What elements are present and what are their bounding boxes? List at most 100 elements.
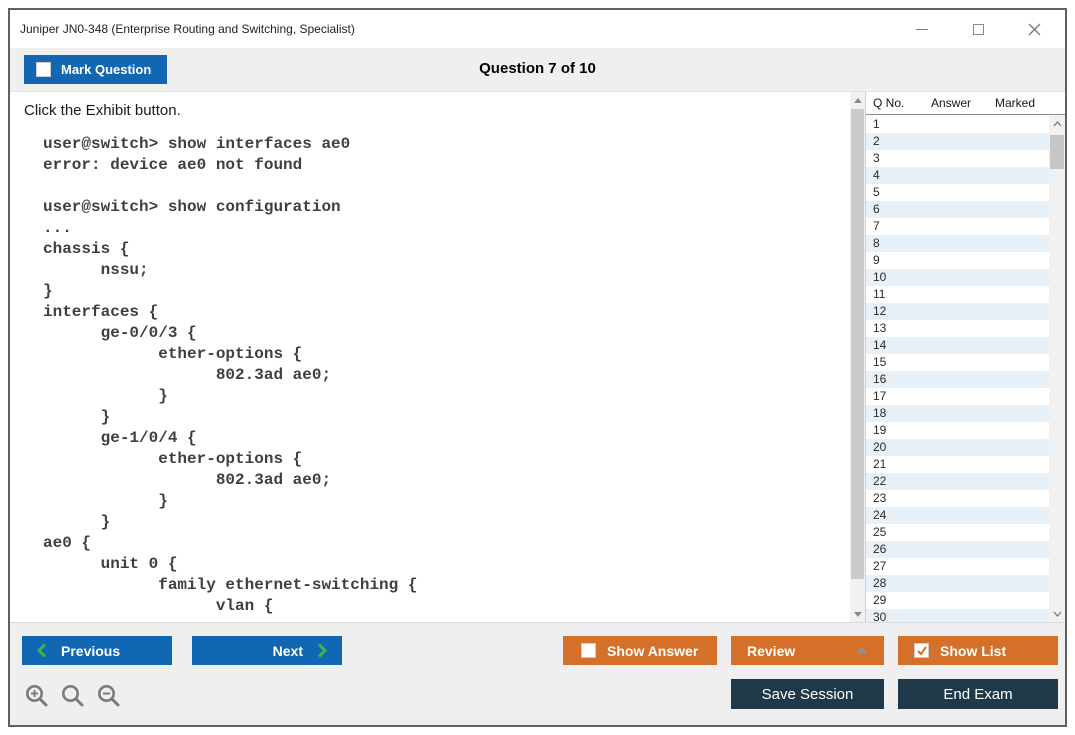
question-cell-q: 19	[873, 423, 887, 437]
show-list-label: Show List	[940, 642, 1007, 659]
list-scrollbar-thumb[interactable]	[1050, 135, 1064, 169]
mark-question-button[interactable]: Mark Question	[24, 55, 167, 84]
question-row[interactable]: 30	[866, 609, 1049, 622]
question-list-header: Q No. Answer Marked	[866, 92, 1065, 115]
question-cell-q: 8	[873, 236, 880, 250]
show-list-checkbox[interactable]	[914, 643, 929, 658]
question-row[interactable]: 23	[866, 490, 1049, 507]
show-list-button[interactable]: Show List	[898, 636, 1058, 665]
question-row[interactable]: 5	[866, 184, 1049, 201]
question-cell-q: 7	[873, 219, 880, 233]
question-cell-q: 25	[873, 525, 887, 539]
question-cell-q: 10	[873, 270, 887, 284]
question-row[interactable]: 3	[866, 150, 1049, 167]
show-answer-checkbox[interactable]	[581, 643, 596, 658]
question-cell-q: 15	[873, 355, 887, 369]
question-row[interactable]: 8	[866, 235, 1049, 252]
question-row[interactable]: 10	[866, 269, 1049, 286]
question-row[interactable]: 18	[866, 405, 1049, 422]
question-row[interactable]: 1	[866, 116, 1049, 133]
question-row[interactable]: 28	[866, 575, 1049, 592]
question-row[interactable]: 12	[866, 303, 1049, 320]
question-row[interactable]: 27	[866, 558, 1049, 575]
content-scrollbar[interactable]	[850, 92, 865, 622]
show-answer-button[interactable]: Show Answer	[563, 636, 717, 665]
question-row[interactable]: 11	[866, 286, 1049, 303]
question-content: Click the Exhibit button. user@switch> s…	[10, 92, 850, 622]
question-row[interactable]: 9	[866, 252, 1049, 269]
save-session-label: Save Session	[761, 685, 854, 703]
minimize-icon	[916, 28, 928, 30]
scroll-down-button[interactable]	[850, 606, 865, 622]
question-row[interactable]: 24	[866, 507, 1049, 524]
zoom-reset-button[interactable]	[60, 683, 86, 709]
end-exam-label: End Exam	[943, 685, 1013, 703]
question-row[interactable]: 21	[866, 456, 1049, 473]
question-row[interactable]: 16	[866, 371, 1049, 388]
question-cell-q: 13	[873, 321, 887, 335]
maximize-button[interactable]	[965, 16, 991, 42]
question-cell-q: 3	[873, 151, 880, 165]
exam-window: Juniper JN0-348 (Enterprise Routing and …	[8, 8, 1067, 727]
question-cell-q: 29	[873, 593, 887, 607]
save-session-button[interactable]: Save Session	[731, 679, 884, 709]
title-bar: Juniper JN0-348 (Enterprise Routing and …	[10, 10, 1065, 48]
zoom-in-button[interactable]	[24, 683, 50, 709]
mark-question-checkbox[interactable]	[36, 62, 51, 77]
question-cell-q: 28	[873, 576, 887, 590]
question-row[interactable]: 7	[866, 218, 1049, 235]
question-cell-q: 12	[873, 304, 887, 318]
arrow-down-icon	[853, 611, 862, 617]
question-cell-q: 22	[873, 474, 887, 488]
next-button[interactable]: Next	[192, 636, 342, 665]
question-cell-q: 27	[873, 559, 887, 573]
question-row[interactable]: 13	[866, 320, 1049, 337]
question-cell-q: 20	[873, 440, 887, 454]
question-row[interactable]: 19	[866, 422, 1049, 439]
review-label: Review	[747, 642, 796, 659]
caret-up-icon	[856, 647, 868, 654]
column-header-marked: Marked	[994, 96, 1035, 110]
window-title: Juniper JN0-348 (Enterprise Routing and …	[20, 22, 355, 36]
scroll-up-button[interactable]	[850, 92, 865, 108]
question-row[interactable]: 26	[866, 541, 1049, 558]
list-scroll-up-button[interactable]	[1049, 115, 1065, 132]
question-row[interactable]: 22	[866, 473, 1049, 490]
question-prompt: Click the Exhibit button.	[24, 102, 181, 119]
end-exam-button[interactable]: End Exam	[898, 679, 1058, 709]
list-scrollbar[interactable]	[1049, 115, 1065, 622]
question-counter: Question 7 of 10	[479, 60, 596, 77]
question-cell-q: 16	[873, 372, 887, 386]
question-row[interactable]: 2	[866, 133, 1049, 150]
question-cell-q: 11	[873, 287, 886, 301]
review-button[interactable]: Review	[731, 636, 884, 665]
question-row[interactable]: 17	[866, 388, 1049, 405]
question-cell-q: 9	[873, 253, 880, 267]
previous-label: Previous	[61, 642, 121, 659]
question-row[interactable]: 4	[866, 167, 1049, 184]
previous-button[interactable]: Previous	[22, 636, 172, 665]
question-row[interactable]: 25	[866, 524, 1049, 541]
zoom-in-icon	[26, 685, 48, 707]
question-row[interactable]: 20	[866, 439, 1049, 456]
question-row[interactable]: 6	[866, 201, 1049, 218]
close-icon	[1028, 23, 1040, 35]
zoom-out-icon	[98, 685, 120, 707]
question-cell-q: 4	[873, 168, 880, 182]
chevron-up-icon	[1053, 120, 1061, 126]
content-scrollbar-thumb[interactable]	[851, 109, 864, 579]
column-header-answer: Answer	[930, 96, 971, 110]
show-answer-label: Show Answer	[607, 642, 699, 659]
close-button[interactable]	[1021, 16, 1047, 42]
question-cell-q: 14	[873, 338, 887, 352]
check-icon	[917, 646, 927, 656]
question-row[interactable]: 29	[866, 592, 1049, 609]
minimize-button[interactable]	[909, 16, 935, 42]
question-cell-q: 26	[873, 542, 887, 556]
zoom-out-button[interactable]	[96, 683, 122, 709]
question-row[interactable]: 14	[866, 337, 1049, 354]
list-scroll-down-button[interactable]	[1049, 605, 1065, 622]
question-row[interactable]: 15	[866, 354, 1049, 371]
